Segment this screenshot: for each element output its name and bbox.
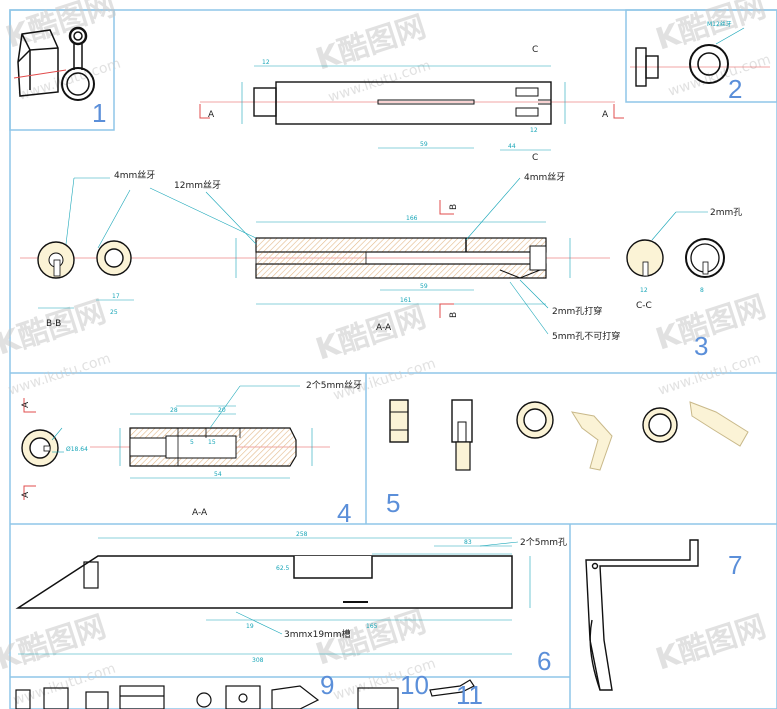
panel-3-section-b-bottom: B [449, 312, 459, 318]
dimension: 20 [218, 407, 226, 414]
panel-number-2: 2 [728, 74, 742, 104]
panel-number-7: 7 [728, 550, 742, 580]
panel-number-11: 11 [456, 680, 483, 709]
panel-3-section-a-right: A [602, 110, 609, 120]
watermark-url: www.ikutu.com [6, 351, 112, 399]
panel-3-label-5mm-no-through: 5mm孔不可打穿 [552, 330, 620, 342]
dimension: 25 [110, 309, 118, 316]
dimension: 28 [170, 407, 178, 414]
panel-number-6: 6 [537, 646, 551, 676]
watermark-url: www.ikutu.com [656, 351, 762, 399]
dimension: 308 [252, 657, 264, 664]
panel-3-label-4mm-thread-left: 4mm丝牙 [114, 169, 155, 181]
dimension: 12 [530, 127, 538, 134]
dimension: 83 [464, 539, 472, 546]
watermark-logo: K酷图网 [652, 0, 771, 58]
dimension: 44 [508, 143, 516, 150]
panel-3-label-2mm-hole: 2mm孔 [710, 207, 742, 218]
panel-4-sleeve-drawing: 2个5mm丝牙 A-A A A 28 20 5 15 54 Ø18.64 [21, 379, 362, 518]
dimension: 166 [406, 215, 418, 222]
panel-3-view-aa: A-A [376, 323, 392, 333]
dimension: 54 [214, 471, 222, 478]
dimension: 5 [190, 439, 194, 446]
dimension: 59 [420, 141, 428, 148]
panel-3-section-a-left: A [208, 110, 215, 120]
dimension: 19 [246, 623, 254, 630]
panel-frames [9, 9, 777, 709]
panel-3-label-2mm-through: 2mm孔打穿 [552, 305, 602, 317]
dimension: 8 [700, 287, 704, 294]
panel-6-long-bar: 2个5mm孔 3mmx19mm槽 258 165 19 308 62.5 83 [15, 531, 567, 664]
panel-number-4: 4 [337, 498, 351, 528]
dimension: 17 [112, 293, 120, 300]
panel-number-1: 1 [92, 98, 106, 128]
panel-3-section-c-top: C [532, 45, 538, 55]
dimension: 62.5 [276, 565, 290, 572]
panel-3-view-bb: B-B [46, 319, 61, 329]
dimension: 161 [400, 297, 412, 304]
panel-number-9: 9 [320, 670, 334, 700]
panel-3-label-4mm-thread-right: 4mm丝牙 [524, 171, 565, 183]
panel-5-clip-parts [389, 399, 749, 471]
panel-3-rod-drawings: A A C C 12mm丝牙 4mm丝牙 2mm孔打穿 5mm孔不可打穿 A-A [20, 45, 742, 342]
panel-7-hook-rod [585, 539, 699, 691]
watermark-logo: K酷图网 [652, 609, 771, 677]
dimension: 59 [420, 283, 428, 290]
panel-3-section-b-top: B [449, 204, 459, 210]
panel-4-label-threads: 2个5mm丝牙 [306, 379, 362, 391]
panel-4-view-aa: A-A [192, 508, 208, 518]
panel-number-10: 10 [400, 670, 429, 700]
panel-2-m12-screw: M12丝牙 [630, 20, 770, 87]
panel-1-assembly-sketch [13, 26, 95, 101]
panel-6-label-slot: 3mmx19mm槽 [284, 628, 351, 640]
panel-4-section-a-bottom: A [21, 491, 31, 498]
panel-6-label-holes: 2个5mm孔 [520, 537, 567, 548]
panel-number-5: 5 [386, 488, 400, 518]
dimension: 12 [640, 287, 648, 294]
panel-3-view-cc: C-C [636, 301, 652, 311]
dimension: 165 [366, 623, 378, 630]
dimension: 258 [296, 531, 308, 538]
panel-number-3: 3 [694, 331, 708, 361]
watermark-logo: K酷图网 [312, 299, 431, 367]
dimension: Ø18.64 [66, 446, 88, 453]
watermark-logo: K酷图网 [652, 289, 771, 357]
dimension: 15 [208, 439, 216, 446]
watermark-url: www.ikutu.com [331, 356, 437, 404]
dimension: 12 [262, 59, 270, 66]
panel-3-section-c-bottom: C [532, 153, 538, 163]
bottom-parts-strip [15, 679, 475, 709]
panel-2-thread-label: M12丝牙 [707, 20, 732, 28]
panel-number-layer: 1 2 3 4 5 6 7 9 10 11 [92, 74, 742, 709]
panel-3-label-12mm-thread: 12mm丝牙 [174, 179, 221, 191]
panel-4-section-a-top: A [21, 401, 31, 408]
